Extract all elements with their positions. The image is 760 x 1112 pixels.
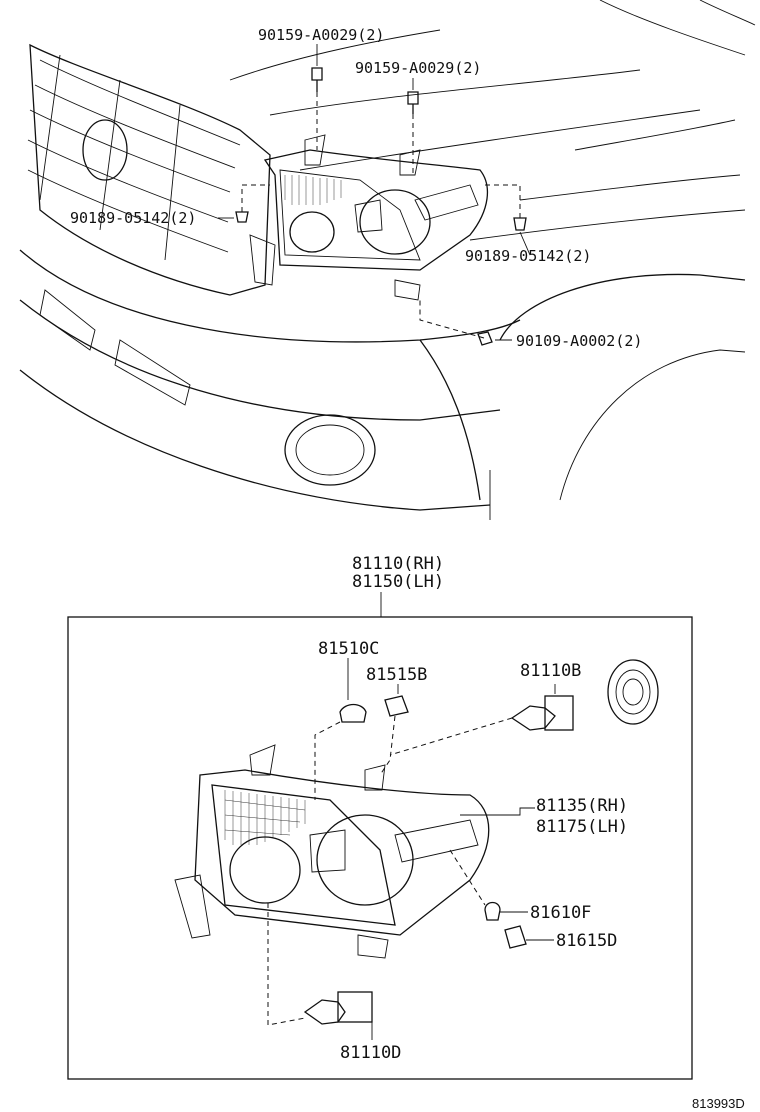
label-bolt-lower: 90109-A0002(2) — [516, 332, 642, 350]
label-bulb-high: 81110B — [520, 661, 581, 681]
label-bolt-top-left: 90159-A0029(2) — [258, 26, 384, 44]
label-bolt-top-right: 90159-A0029(2) — [355, 59, 481, 77]
label-lens-rh: 81135(RH) — [536, 796, 628, 816]
bulb-icon — [303, 695, 574, 1025]
label-bulb-rear: 81610F — [530, 903, 591, 923]
label-bulb-low: 81110D — [340, 1043, 401, 1063]
upper-leader-lines — [218, 44, 531, 341]
assembly-frame — [67, 616, 693, 1080]
headlamp-assembly-icon — [174, 744, 490, 959]
vehicle-front-outline — [19, 0, 756, 520]
label-clip-left: 90189-05142(2) — [70, 209, 196, 227]
lower-leader-lines — [267, 658, 556, 1040]
hatch-lower — [224, 790, 306, 845]
label-bulb-side: 81510C — [318, 639, 379, 659]
headlamp-installed-icon — [249, 134, 489, 301]
diagram-ref-number: 813993D — [692, 1096, 745, 1111]
dust-cap-icon — [607, 659, 659, 725]
label-assembly-lh: 81150(LH) — [352, 572, 444, 592]
label-clip-right: 90189-05142(2) — [465, 247, 591, 265]
clip-icon — [235, 211, 527, 231]
label-assembly-rh: 81110(RH) — [352, 554, 444, 574]
label-socket-rear: 81615D — [556, 931, 617, 951]
socket-icon — [384, 695, 527, 949]
label-lens-lh: 81175(LH) — [536, 817, 628, 837]
bolt-icon — [311, 67, 493, 346]
label-socket-side: 81515B — [366, 665, 427, 685]
hatch-upper — [284, 175, 342, 205]
